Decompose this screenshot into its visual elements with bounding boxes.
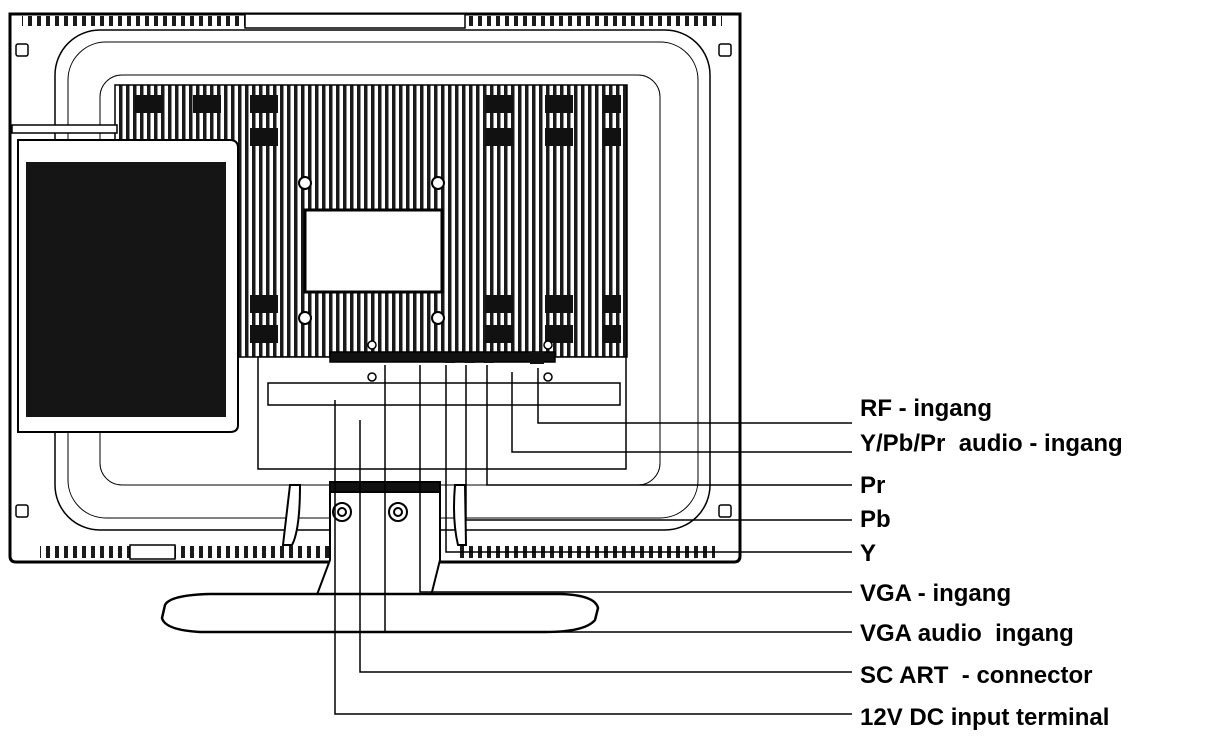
label-dc: 12V DC input terminal bbox=[860, 704, 1109, 731]
vesa-label-window bbox=[303, 208, 444, 294]
connector-bay bbox=[257, 340, 627, 470]
label-ypbpr-audio: Y/Pb/Pr audio - ingang bbox=[860, 430, 1123, 457]
leader-ypbpr-audio bbox=[511, 372, 852, 453]
bottom-vent-strip bbox=[40, 546, 330, 558]
connector-ports bbox=[445, 352, 544, 364]
label-scart: SC ART - connector bbox=[860, 662, 1092, 689]
leader-vga-audio bbox=[384, 365, 852, 633]
side-door bbox=[11, 124, 239, 433]
label-vga: VGA - ingang bbox=[860, 580, 1011, 607]
label-rf: RF - ingang bbox=[860, 395, 992, 422]
connector-labels: RF - ingang Y/Pb/Pr audio - ingang Pr Pb… bbox=[860, 395, 1123, 731]
leader-scart bbox=[359, 420, 852, 673]
label-pr: Pr bbox=[860, 472, 885, 499]
heatsink-blocks bbox=[135, 95, 621, 343]
leader-dc bbox=[334, 400, 852, 715]
label-vga-audio: VGA audio ingang bbox=[860, 620, 1074, 647]
leader-rf bbox=[537, 368, 852, 424]
corner-screw-holes bbox=[15, 43, 732, 518]
leader-y bbox=[445, 365, 852, 553]
leader-vga bbox=[419, 365, 852, 593]
mount-screws bbox=[298, 176, 445, 325]
leader-pb bbox=[465, 365, 852, 521]
label-y: Y bbox=[860, 540, 876, 567]
leader-pr bbox=[486, 365, 852, 486]
label-pb: Pb bbox=[860, 506, 891, 533]
leader-lines bbox=[334, 365, 852, 715]
